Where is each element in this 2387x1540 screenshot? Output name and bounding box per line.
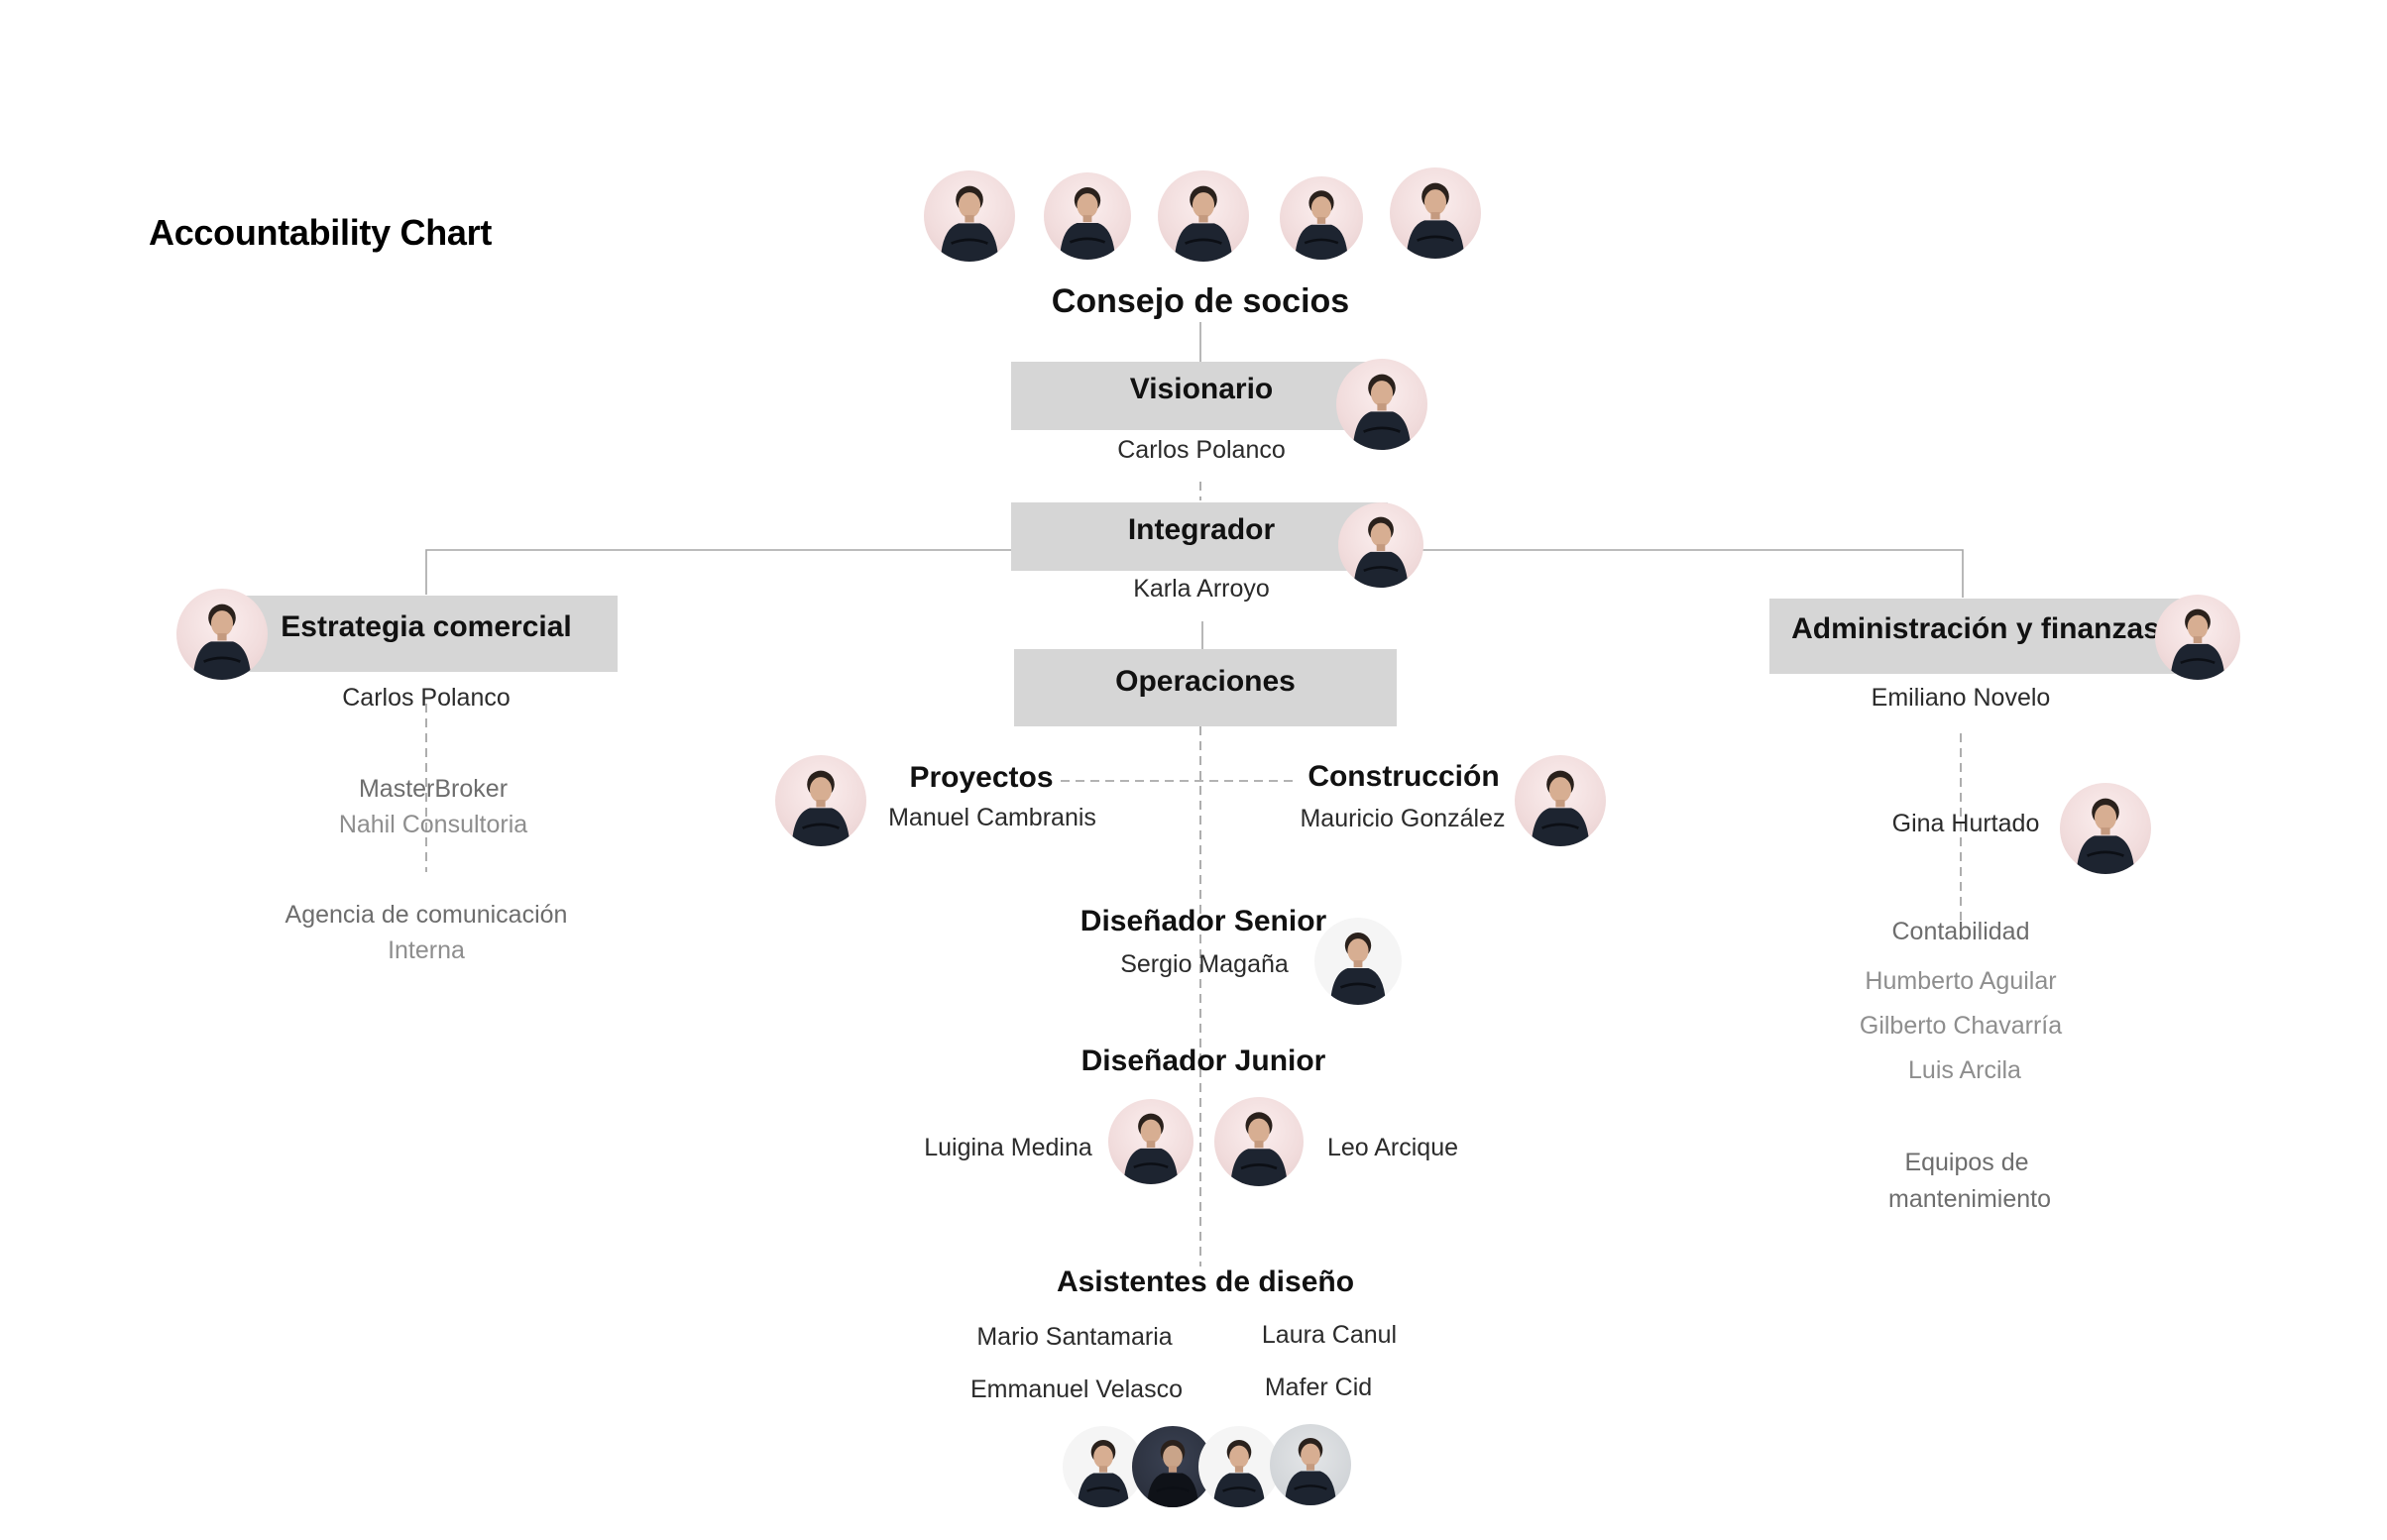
estrategia-person: Carlos Polanco [342,684,511,713]
person-silhouette-icon [1158,170,1249,262]
integrador-person: Karla Arroyo [1133,575,1270,604]
person-silhouette-icon [1515,755,1606,846]
board-label: Consejo de socios [1052,282,1349,321]
administracion-person: Emiliano Novelo [1872,684,2051,713]
person-silhouette-icon [1108,1099,1194,1184]
person-silhouette-icon [2060,783,2151,874]
board-avatar-2 [1044,172,1131,260]
administracion-assistant: Gina Hurtado [1892,810,2040,838]
asistente-avatar-4 [1270,1424,1351,1505]
estrategia-role: Estrategia comercial [281,610,571,644]
junior-avatar-2 [1214,1097,1304,1186]
person-silhouette-icon [1214,1097,1304,1186]
estrategia-partner-2: Nahil Consultoria [339,811,527,839]
proyectos-person: Manuel Cambranis [888,804,1096,832]
asistente-1: Mario Santamaria [976,1323,1172,1352]
board-avatar-3 [1158,170,1249,262]
integrador-avatar [1338,502,1423,588]
contabilidad-member-3: Luis Arcila [1908,1056,2021,1085]
person-silhouette-icon [775,755,866,846]
administracion-role: Administración y finanzas [1791,612,2160,646]
contabilidad-label: Contabilidad [1892,918,2030,946]
board-avatar-4 [1280,176,1363,260]
integrador-role: Integrador [1128,513,1275,547]
person-silhouette-icon [924,170,1015,262]
person-silhouette-icon [2155,595,2240,680]
senior-avatar [1314,918,1402,1005]
person-silhouette-icon [1390,167,1481,259]
construccion-avatar [1515,755,1606,846]
board-avatar-5 [1390,167,1481,259]
proyectos-role: Proyectos [909,761,1053,795]
agency-label: Agencia de comunicación [285,901,568,930]
person-silhouette-icon [1270,1424,1351,1505]
senior-role: Diseñador Senior [1080,905,1326,938]
person-silhouette-icon [1280,176,1363,260]
junior-role: Diseñador Junior [1081,1045,1326,1078]
chart-title: Accountability Chart [149,212,492,254]
visionario-person: Carlos Polanco [1117,436,1286,465]
agency-value: Interna [388,936,465,965]
person-silhouette-icon [1044,172,1131,260]
visionario-role: Visionario [1130,373,1274,406]
junior-avatar-1 [1108,1099,1194,1184]
construccion-person: Mauricio González [1300,805,1505,833]
equipos-line-1: Equipos de [1904,1149,2028,1177]
proyectos-avatar [775,755,866,846]
equipos-line-2: mantenimiento [1888,1185,2051,1214]
administracion-avatar [2155,595,2240,680]
asistente-2: Laura Canul [1262,1321,1397,1350]
board-avatar-1 [924,170,1015,262]
operaciones-role: Operaciones [1115,665,1296,699]
person-silhouette-icon [1198,1426,1280,1507]
estrategia-avatar [176,589,268,680]
person-silhouette-icon [176,589,268,680]
construccion-role: Construcción [1307,760,1499,794]
asistente-avatar-3 [1198,1426,1280,1507]
contabilidad-member-2: Gilberto Chavarría [1860,1012,2062,1041]
asistentes-role: Asistentes de diseño [1057,1265,1354,1299]
visionario-avatar [1336,359,1427,450]
junior-person-2: Leo Arcique [1327,1134,1458,1162]
person-silhouette-icon [1338,502,1423,588]
junior-person-1: Luigina Medina [924,1134,1092,1162]
assistant-avatar [2060,783,2151,874]
contabilidad-member-1: Humberto Aguilar [1865,967,2056,996]
asistente-4: Mafer Cid [1265,1374,1372,1402]
asistente-3: Emmanuel Velasco [970,1375,1183,1404]
person-silhouette-icon [1314,918,1402,1005]
estrategia-partner-1: MasterBroker [359,775,508,804]
person-silhouette-icon [1336,359,1427,450]
senior-person: Sergio Magaña [1120,950,1289,979]
